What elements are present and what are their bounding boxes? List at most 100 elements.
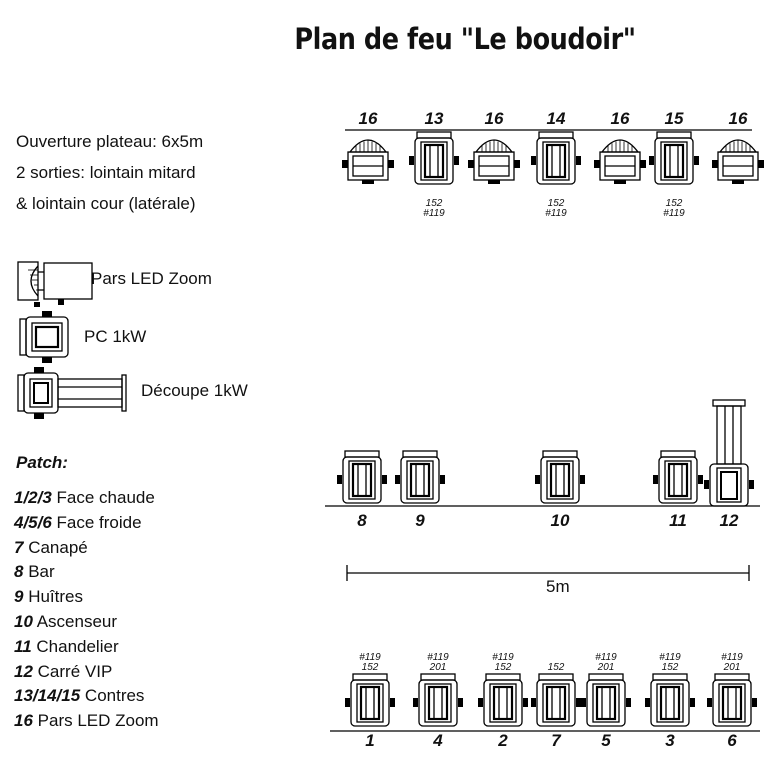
info-line: & lointain cour (latérale) bbox=[16, 194, 196, 213]
pc-fixture bbox=[707, 673, 757, 727]
channel-number: 11 bbox=[669, 511, 687, 530]
par-led-fixture bbox=[594, 139, 646, 184]
decoupe-fixture bbox=[704, 399, 754, 507]
patch-label: Chandelier bbox=[31, 636, 119, 656]
patch-label: Contres bbox=[80, 686, 145, 706]
info-line: 2 sorties: lointain mitard bbox=[16, 163, 196, 182]
page-title: Plan de feu "Le boudoir" bbox=[294, 22, 636, 56]
patch-channel: 12 bbox=[14, 661, 33, 681]
patch-label: Face chaude bbox=[51, 488, 155, 507]
patch-label: Canapé bbox=[23, 537, 88, 557]
channel-number: 3 bbox=[665, 731, 675, 750]
legend-pc-label: PC 1kW bbox=[84, 327, 147, 346]
patch-item: 11 Chandelier bbox=[14, 635, 159, 660]
gel-number: #119 bbox=[663, 208, 685, 219]
gel-number: 201 bbox=[597, 662, 615, 673]
patch-label: Carré VIP bbox=[32, 661, 113, 681]
par-led-fixture bbox=[342, 139, 394, 184]
patch-item: 16 Pars LED Zoom bbox=[14, 709, 159, 734]
patch-channel: 10 bbox=[14, 611, 33, 631]
channel-number: 2 bbox=[498, 731, 508, 750]
gel-number: 152 bbox=[494, 662, 512, 673]
patch-channel: 8 bbox=[14, 562, 24, 582]
gel-number: 152 bbox=[547, 198, 565, 209]
patch-item: 9 Huîtres bbox=[14, 585, 159, 610]
patch-item: 7 Canapé bbox=[14, 536, 159, 561]
patch-channel: 4/5/6 bbox=[14, 512, 52, 532]
pc-fixture bbox=[337, 450, 387, 504]
channel-number: 14 bbox=[546, 109, 566, 128]
pc-fixture bbox=[413, 673, 463, 727]
dimension-line bbox=[346, 565, 750, 581]
gel-number: #119 bbox=[595, 652, 617, 663]
channel-number: 8 bbox=[357, 511, 367, 530]
channel-number: 15 bbox=[664, 109, 684, 128]
patch-channel: 1/2/3 bbox=[14, 488, 52, 507]
pc-fixture bbox=[531, 131, 581, 185]
channel-number: 10 bbox=[550, 511, 570, 530]
pc-fixture bbox=[645, 673, 695, 727]
patch-channel: 9 bbox=[14, 587, 24, 607]
gel-number: #119 bbox=[423, 208, 445, 219]
channel-number: 7 bbox=[551, 731, 561, 750]
pc-fixture bbox=[345, 673, 395, 727]
legend-pc-icon bbox=[19, 311, 69, 363]
stage-info: Ouverture plateau: 6x5m 2 sorties: loint… bbox=[16, 126, 203, 219]
channel-number: 5 bbox=[601, 731, 611, 750]
gel-number: #119 bbox=[721, 652, 743, 663]
channel-number: 1 bbox=[365, 731, 375, 750]
dimension-label: 5m bbox=[546, 577, 570, 596]
pc-fixture bbox=[649, 131, 699, 185]
gel-number: #119 bbox=[427, 652, 449, 663]
legend-par-led-label: Pars LED Zoom bbox=[91, 269, 212, 288]
pc-fixture bbox=[478, 673, 528, 727]
patch-title: Patch: bbox=[16, 453, 68, 472]
patch-label: Ascenseur bbox=[32, 611, 118, 631]
gel-number: 201 bbox=[723, 662, 741, 673]
patch-item: 12 Carré VIP bbox=[14, 660, 159, 685]
legend-decoupe-label: Découpe 1kW bbox=[141, 381, 248, 400]
patch-channel: 16 bbox=[14, 711, 33, 731]
patch-label: Huîtres bbox=[23, 587, 83, 607]
channel-number: 12 bbox=[719, 511, 739, 530]
patch-channel: 13/14/15 bbox=[14, 686, 81, 706]
channel-number: 16 bbox=[610, 109, 630, 128]
pc-fixture bbox=[409, 131, 459, 185]
channel-number: 9 bbox=[415, 511, 425, 530]
pc-fixture bbox=[395, 450, 445, 504]
gel-number: #119 bbox=[492, 652, 514, 663]
channel-number: 6 bbox=[727, 731, 737, 750]
pc-fixture bbox=[653, 450, 703, 504]
channel-number: 4 bbox=[433, 731, 443, 750]
gel-number: 152 bbox=[361, 662, 379, 673]
gel-number: #119 bbox=[359, 652, 381, 663]
par-led-fixture bbox=[712, 139, 764, 184]
patch-channel: 11 bbox=[14, 636, 32, 656]
gel-number: 152 bbox=[425, 198, 443, 209]
gel-number: 201 bbox=[429, 662, 447, 673]
info-line: Ouverture plateau: 6x5m bbox=[16, 132, 204, 151]
pc-fixture bbox=[535, 450, 585, 504]
gel-number: 152 bbox=[665, 198, 683, 209]
gel-number: 152 bbox=[547, 662, 565, 673]
pc-fixture bbox=[531, 673, 581, 727]
gel-number: #119 bbox=[545, 208, 567, 219]
channel-number: 16 bbox=[728, 109, 748, 128]
patch-item: 1/2/3 Face chaude bbox=[14, 486, 159, 511]
legend-decoupe-icon bbox=[17, 367, 127, 419]
patch-label: Face froide bbox=[51, 512, 142, 532]
patch-item: 10 Ascenseur bbox=[14, 610, 159, 635]
channel-number: 16 bbox=[484, 109, 504, 128]
par-led-fixture bbox=[468, 139, 520, 184]
patch-channel: 7 bbox=[14, 537, 24, 557]
patch-label: Pars LED Zoom bbox=[32, 711, 159, 731]
patch-label: Bar bbox=[23, 562, 55, 582]
legend-par-led-icon bbox=[17, 261, 93, 307]
patch-item: 8 Bar bbox=[14, 560, 159, 585]
channel-number: 16 bbox=[358, 109, 378, 128]
pc-fixture bbox=[581, 673, 631, 727]
patch-item: 13/14/15 Contres bbox=[14, 684, 159, 709]
channel-number: 13 bbox=[424, 109, 444, 128]
